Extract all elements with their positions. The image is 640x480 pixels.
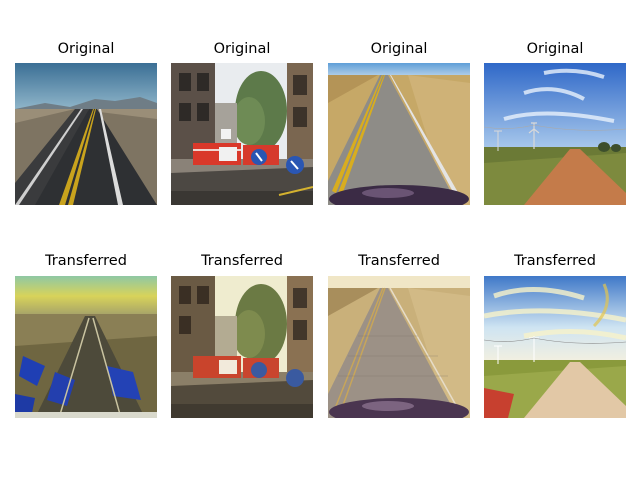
roadworks-barriers-photo: [171, 63, 313, 205]
panel-title: Transferred: [201, 253, 283, 269]
roadworks-barriers-stylized-image: [171, 276, 313, 418]
panel-title: Original: [213, 41, 271, 57]
panel-title: Transferred: [514, 253, 596, 269]
panel-title: Original: [526, 41, 584, 57]
desert-highway-stylized-image: [15, 276, 157, 418]
dirt-road-powerlines-stylized-image: [484, 276, 626, 418]
desert-highway-photo: [15, 63, 157, 205]
panel-title: Transferred: [358, 253, 440, 269]
panel-title: Original: [370, 41, 428, 57]
panel-title: Original: [57, 41, 115, 57]
rural-road-dashcam-stylized-image: [328, 276, 470, 418]
rural-road-dashcam-photo: [328, 63, 470, 205]
panel-title: Transferred: [45, 253, 127, 269]
dirt-road-powerlines-photo: [484, 63, 626, 205]
